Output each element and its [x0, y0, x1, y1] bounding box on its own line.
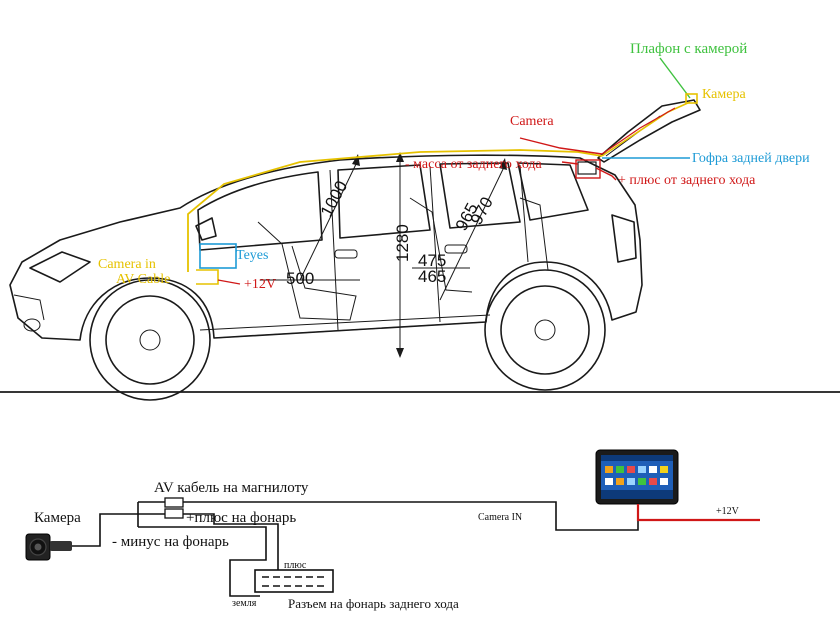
label-teyes: Teyes — [236, 248, 268, 263]
label-camera-in: Camera IN — [478, 512, 522, 523]
label-av-cable: AV кабель на магнилоту — [154, 480, 309, 496]
label-camera-in-line1: Camera in — [98, 257, 156, 272]
dimension-465: 465 — [418, 267, 446, 286]
label-rear-door-corrugation: Гофра задней двери — [692, 151, 810, 166]
reverse-light-connector — [254, 569, 334, 593]
label-plus12v: +12V — [716, 506, 740, 517]
dimension-475: 475 — [418, 251, 446, 270]
plus-connector — [164, 508, 184, 519]
dimension-500: 500 — [286, 269, 314, 288]
dimension-1280: 1280 — [393, 224, 412, 262]
camera-marker — [685, 93, 698, 104]
label-plus-lamp: +плюс на фонарь — [186, 510, 296, 526]
label-camera-schematic: Камера — [34, 510, 81, 526]
head-unit-icon — [595, 449, 679, 505]
av-connector — [164, 497, 184, 508]
car-annotations: Плафон с камерой Камера Camera Гофра зад… — [98, 41, 810, 292]
label-camera-in-line2: AV Cable — [116, 272, 170, 287]
label-reverse-ground: - масса от заднего хода — [405, 157, 543, 172]
dimension-1000: 1000 — [317, 178, 352, 220]
label-lamp-with-camera: Плафон с камерой — [630, 41, 747, 57]
label-ground-small: земля — [232, 598, 257, 609]
camera-icon — [25, 533, 72, 561]
wiring-schematic: Камера AV кабель на магнилоту +плюс на ф… — [25, 449, 760, 611]
label-camera-ru: Камера — [702, 87, 746, 102]
label-plus12v-top: +12V — [244, 277, 276, 292]
label-camera-en: Camera — [510, 114, 554, 129]
label-connector: Разъем на фонарь заднего хода — [288, 596, 459, 611]
car-wiring-overlay — [187, 57, 698, 285]
teyes-box — [199, 243, 237, 269]
label-plus-small: плюс — [284, 560, 307, 571]
label-reverse-plus: + плюс от заднего хода — [618, 173, 756, 188]
label-minus-lamp: - минус на фонарь — [112, 534, 229, 550]
car-illustration — [0, 99, 840, 401]
